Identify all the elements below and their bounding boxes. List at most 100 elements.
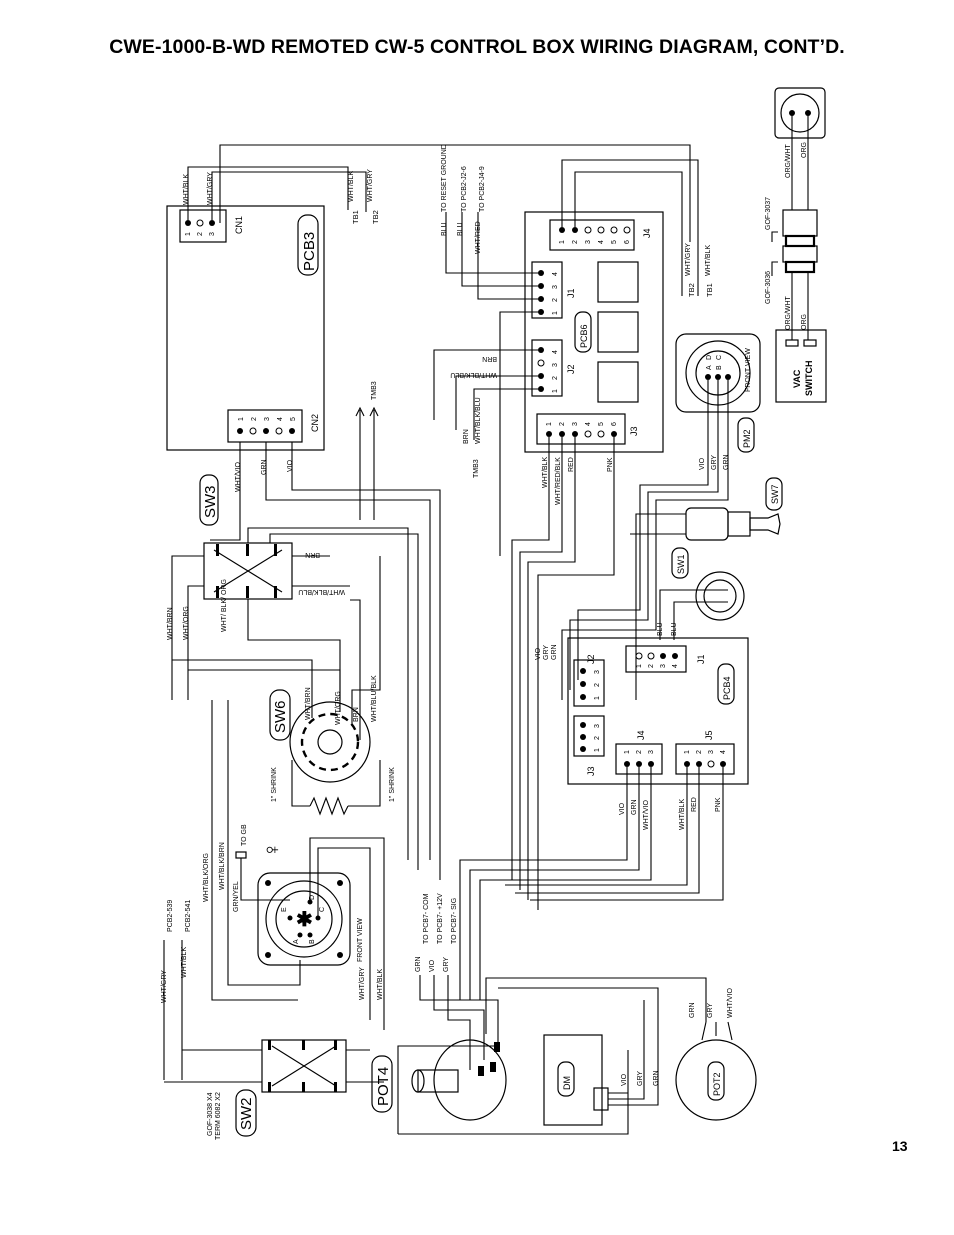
pcb4-j3-pin-1-dot	[580, 746, 586, 752]
pcb6-j1-pin-2-dot	[538, 296, 544, 302]
pcb4-j5-pin-2: 2	[696, 750, 703, 754]
dm-wire-grn	[498, 987, 659, 1106]
pcb6-j2-pin-4: 4	[552, 350, 559, 354]
pcb4-j3-pin-3-dot	[580, 722, 586, 728]
cn2-grn-label: GRN	[261, 459, 268, 475]
sw1-outer	[695, 571, 745, 621]
5pin-front-view: FRONT VIEW	[357, 918, 364, 962]
5pin-wht-blk-label: WHT/BLK	[377, 969, 384, 1000]
sw2-label-box	[235, 1089, 257, 1137]
dm-gry-label: GRY	[637, 1071, 644, 1086]
tb2-wht-gry-right-label: WHT/GRY	[685, 243, 692, 276]
pcb4-j3-label: J3	[586, 766, 596, 776]
pcb6-board	[524, 211, 664, 453]
tmb3-bottom-label: TMB3	[473, 459, 480, 478]
org-top-label: ORG	[801, 142, 808, 158]
pcb6-j4-wire-2	[574, 171, 683, 296]
dm-wire-gry	[608, 1000, 645, 1100]
pcb4-j4-label: J4	[636, 730, 646, 740]
pcb6-label-box	[574, 311, 592, 353]
female-symbol-icon: ♀	[259, 842, 284, 859]
pcb6-j3-pin-5: 5	[598, 422, 605, 426]
cn2-connector	[227, 409, 303, 443]
pcb2-wht-blk-label: WHT/BLK	[181, 947, 188, 978]
pcb6-j4-pin-5: 5	[611, 240, 618, 244]
cn1-wire-1	[187, 166, 349, 220]
pcb2-539-label: PCB2-539	[167, 900, 174, 932]
pcb6-square-3	[597, 361, 639, 403]
pcb4-grn-label: GRN	[631, 799, 638, 815]
pot2-wht-vio-label: WHT/VIO	[727, 988, 734, 1018]
tb1-wht-blk-label: WHT/BLK	[348, 171, 355, 202]
pcb6-j1-wire-blu-2	[461, 212, 538, 287]
to-gb-wire	[240, 858, 290, 901]
cn2-pin-1-dot	[237, 428, 243, 434]
pcb4-j1-pin-4: 4	[672, 664, 679, 668]
pot4-gry-label: GRY	[443, 957, 450, 972]
blu-label-1: BLU	[441, 222, 448, 236]
org-wht-top-label: ORG/WHT	[785, 143, 792, 178]
pcb6-j1-pin-3-dot	[538, 283, 544, 289]
cn2-wire-grn	[265, 442, 431, 860]
sw1-blu-label-2: BLU	[671, 622, 678, 636]
pcb6-j1-pin-1: 1	[552, 311, 559, 315]
pcb6-j1-wire-4	[499, 311, 538, 556]
sw3-wht-blk-blu-label: WHT/BLK/BLU	[298, 588, 345, 595]
sw6-shrink-left: 1" SHRINK	[271, 767, 278, 802]
sw6-shrink-right: 1" SHRINK	[389, 767, 396, 802]
pcb6-j2-pin-2: 2	[552, 376, 559, 380]
gof-3037-label: GOF-3037	[765, 197, 772, 230]
pm2-label-box	[737, 417, 755, 453]
sw1-wire-blu-2	[673, 601, 712, 640]
pcb6-j2-wht-blk-blu-label: WHT/BLK/BLU	[450, 371, 497, 378]
grn-yel-label: GRN/YEL	[233, 881, 240, 912]
sw6-resistor-wire-right	[348, 760, 381, 807]
gof-3037-plug-socket	[780, 93, 820, 133]
pcb6-j3-pin-2: 2	[559, 422, 566, 426]
cn2-pin-2: 2	[251, 417, 258, 421]
pot4-housing-line	[397, 1045, 498, 1134]
pcb6-j4-pin-6: 6	[624, 240, 631, 244]
pcb2-541-label: PCB2-541	[185, 900, 192, 932]
vac-switch-label-1: VAC	[792, 369, 802, 388]
pm2-grn-label: GRN	[723, 454, 730, 470]
pcb6-j2-pin-1-dot	[538, 386, 544, 392]
pcb6-j3-wht-red-blk-label: WHT/RED/BLK	[555, 457, 562, 505]
pot4-label: POT4	[375, 1067, 392, 1106]
tb1-wht-blk-right-label: WHT/BLK	[705, 245, 712, 276]
5pin-c-label: C	[319, 907, 326, 912]
pcb6-j3-wire-red	[527, 437, 576, 900]
pcb4-wht-vio-label: WHT/VIO	[643, 800, 650, 830]
pcb3-label: PCB3	[301, 232, 318, 271]
sw3-wht-brn-label: WHT/BRN	[167, 607, 174, 640]
cn2-label: CN2	[310, 414, 320, 432]
cn1-pin-2: 2	[197, 232, 204, 236]
pcb3-board	[166, 205, 325, 451]
pcb4-wht-blk-label: WHT/BLK	[679, 799, 686, 830]
sw2-terminal-1	[268, 1040, 271, 1050]
5pin-wht-gry-label: WHT/GRY	[359, 967, 366, 1000]
tb1-right-label: TB1	[705, 283, 714, 297]
pcb6-j2-label: J2	[566, 364, 576, 374]
sw6-outer	[289, 701, 371, 783]
pcb4-j1-pin-1: 1	[636, 664, 643, 668]
5pin-wht-blk-wire	[309, 837, 385, 1030]
pcb6-j4-pin-4-dot	[597, 226, 605, 234]
pcb6-j3-pin-6-dot	[611, 431, 617, 437]
to-reset-ground-label: TO RESET GROUND	[441, 144, 448, 212]
pm2-pin-b-label: B	[716, 365, 723, 370]
dm-box	[543, 1034, 603, 1126]
sw3-wht-blk-org-text: WHT/ BLK/ ORG	[221, 579, 228, 632]
vac-switch-label-2: SWITCH	[804, 361, 814, 397]
pm2-pin-c-label: C	[716, 355, 723, 360]
pcb4-j2-vio-label: VIO	[535, 647, 542, 660]
pcb7-sig-label: TO PCB7- SIG	[451, 898, 458, 944]
pot4-body	[433, 1039, 507, 1121]
sw7-nut	[727, 511, 751, 537]
pcb4-j4-pin-1-dot	[624, 761, 630, 767]
wht-red-label: WHT/RED	[475, 221, 482, 254]
pcb6-j3-pin-3-dot	[572, 431, 578, 437]
5pin-wht-gry-wire	[317, 847, 371, 1020]
sw3-wht-brn	[171, 555, 204, 700]
